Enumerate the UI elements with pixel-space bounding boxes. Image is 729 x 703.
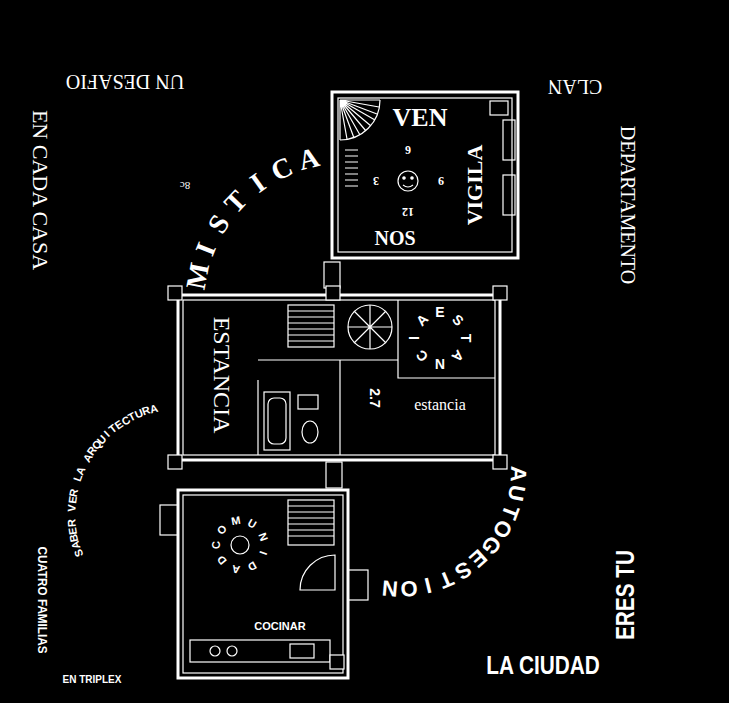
plan-annotation: CUATRO FAMILIAS [36, 546, 49, 653]
dwelling-unit: VEN VIGILA NOS [332, 92, 518, 258]
arc-letter: I [191, 239, 221, 260]
arc-letter: R [67, 519, 79, 528]
plan-annotation: CLAN [548, 77, 602, 97]
arc-letter: O [215, 523, 229, 537]
arc-letter: N [256, 531, 269, 542]
arc-letter: M [230, 515, 241, 527]
arc-letter: A [450, 348, 467, 365]
arc-letter [66, 514, 77, 517]
wall-lines [160, 92, 518, 678]
plan-annotation: EN CADA CASA [29, 110, 51, 270]
arc-letter: A [231, 563, 241, 575]
arc-letter: N [435, 357, 445, 371]
room-label: ESTANCIA [210, 317, 234, 434]
kitchen-room: COMUNIDADCOCINAR [178, 490, 348, 678]
arc-letter: C [267, 152, 297, 186]
room-label: COCINAR [254, 621, 305, 632]
arc-letter: E [435, 305, 444, 319]
arc-letter: I [257, 550, 268, 557]
plan-annotation: 6 [405, 144, 411, 156]
arc-letter: A [413, 311, 430, 328]
plan-annotation: LA CIUDAD [486, 652, 600, 678]
arc-letter: N [381, 576, 399, 599]
arc-letter: R [68, 488, 80, 498]
arc-letter: I [422, 573, 433, 596]
plan-annotation: ERES TU [612, 550, 638, 640]
arc-letter: S [203, 210, 235, 238]
arc-letter: V [67, 504, 78, 512]
arc-letter: A [507, 466, 530, 483]
plan-annotation: EN TRIPLEX [63, 675, 122, 685]
room-label: NOS [374, 228, 415, 248]
arc-letter: S [450, 311, 467, 328]
plan-annotation: 2.7 [368, 388, 382, 407]
arc-letter: T [220, 185, 253, 218]
arc-letter: D [215, 554, 229, 567]
arc-letter: I [407, 336, 421, 340]
plan-annotation: 3 [373, 175, 379, 187]
arc-letter: D [246, 559, 258, 573]
plan-annotation: 8c [180, 180, 190, 191]
plan-annotation: DEPARTAMENTO [618, 126, 638, 284]
arc-letter: U [503, 483, 528, 503]
living-room: ESTANCIA [178, 295, 258, 460]
arc-letter: E [67, 526, 79, 535]
arc-letter: O [399, 576, 418, 599]
arc-letter: A [295, 143, 321, 175]
arc-letter: I [245, 169, 270, 198]
room-label: VEN [393, 105, 448, 131]
arc-letter: C [211, 541, 222, 549]
arc-letter: T [459, 334, 473, 343]
arc-letter [70, 482, 81, 488]
arc-letter: M [181, 261, 214, 292]
arc-letter: U [246, 517, 258, 531]
plan-annotation: 9 [438, 175, 444, 187]
plan-annotation: UN DESAFIO [66, 72, 184, 92]
plan-annotation: 12 [402, 206, 414, 218]
room-label: estancia [414, 397, 466, 413]
room-label: VIGILA [464, 145, 486, 226]
arc-letter: C [413, 348, 430, 365]
living-room: ESTANCIAestancia [398, 295, 500, 460]
